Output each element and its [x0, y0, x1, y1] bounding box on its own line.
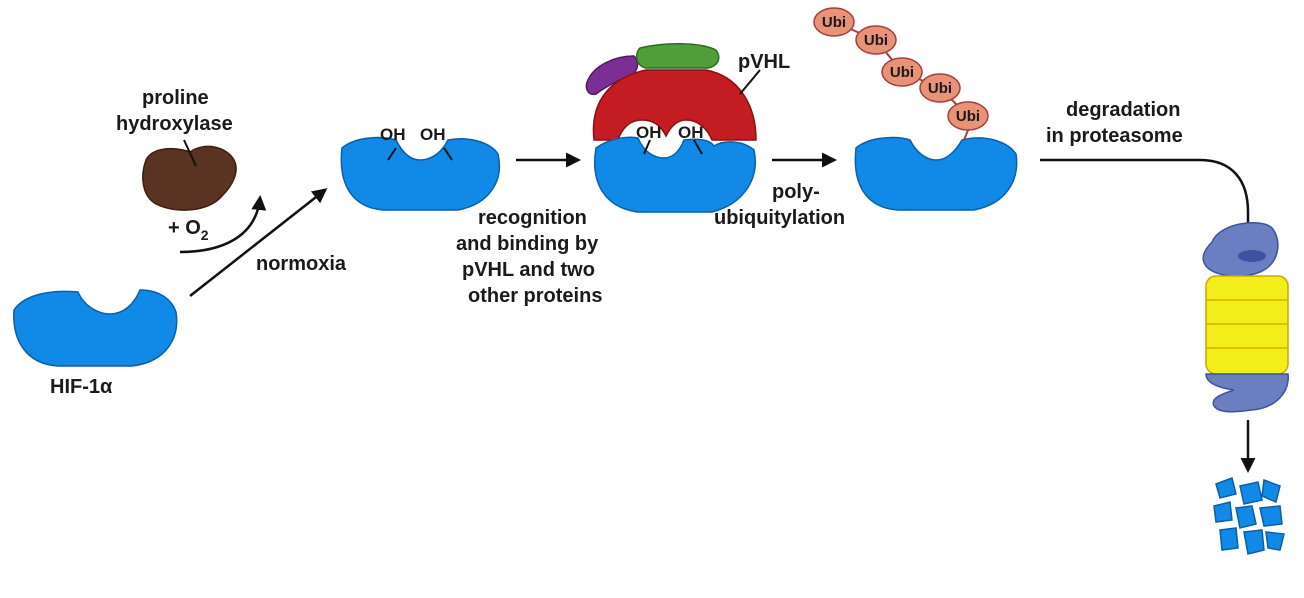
recognition-label-1: recognition — [478, 207, 587, 229]
ubiquitin-attachment-link — [963, 129, 969, 141]
hif1a-label: HIF-1α — [50, 376, 113, 398]
degradation-label-2: in proteasome — [1046, 125, 1183, 147]
ubiquitin-1: Ubi — [813, 7, 855, 37]
fragment-6 — [1259, 505, 1283, 527]
proteasome — [1202, 221, 1289, 413]
ubiquitin-label: Ubi — [864, 32, 888, 49]
pvhl-protein — [592, 69, 757, 141]
proteasome-core — [1205, 275, 1289, 375]
recognition-label-4: other proteins — [468, 285, 602, 307]
enzyme-pointer-line — [183, 139, 197, 167]
ubiquitin-5: Ubi — [947, 101, 989, 131]
degradation-arrow — [1040, 158, 1256, 245]
proteasome-top-cap — [1202, 221, 1279, 278]
enzyme-label-line1: proline — [142, 87, 209, 109]
green-protein — [635, 42, 720, 69]
ubiquitin-3: Ubi — [881, 57, 923, 87]
recognition-label-3: pVHL and two — [462, 259, 595, 281]
proteasome-opening — [1238, 250, 1266, 262]
fragment-4 — [1213, 501, 1233, 523]
normoxia-arrow — [189, 188, 328, 297]
ubiquitin-2: Ubi — [855, 25, 897, 55]
ubiquitin-label: Ubi — [956, 108, 980, 125]
bound-hydroxyl-bond-2 — [693, 139, 703, 155]
hydroxyl-bond-1 — [387, 147, 397, 161]
polyubiquitylation-label-1: poly- — [772, 181, 820, 203]
ubiquitin-shape — [919, 73, 961, 103]
enzyme-label-line2: hydroxylase — [116, 113, 233, 135]
hif1a-protein-bound — [594, 136, 756, 213]
fragment-3 — [1261, 478, 1281, 504]
fragment-8 — [1243, 529, 1265, 555]
ubiquitin-shape — [881, 57, 923, 87]
ubiquitin-shape — [855, 25, 897, 55]
fragment-7 — [1219, 527, 1239, 551]
hydroxyl-label-2: OH — [420, 125, 446, 144]
bound-hydroxyl-label-2: OH — [678, 123, 704, 142]
degradation-label-1: degradation — [1066, 99, 1180, 121]
ubiquitin-label: Ubi — [890, 64, 914, 81]
oxygen-label: + O2 — [168, 217, 209, 243]
ubiquitin-shape — [813, 7, 855, 37]
bound-hydroxyl-label-1: OH — [636, 123, 662, 142]
hydroxyl-label-1: OH — [380, 125, 406, 144]
hif1a-protein-ubiquitylated — [854, 136, 1018, 211]
ubiquitin-label: Ubi — [928, 80, 952, 97]
oxygen-consumption-arrow — [179, 195, 267, 254]
ubiquitin-label: Ubi — [822, 14, 846, 31]
pvhl-pointer-line — [739, 69, 761, 95]
fragment-5 — [1235, 505, 1257, 529]
ubiquitin-4: Ubi — [919, 73, 961, 103]
fragment-1 — [1215, 477, 1237, 499]
hif1a-protein-initial — [13, 289, 178, 367]
proline-hydroxylase-enzyme — [142, 145, 237, 211]
recognition-label-2: and binding by — [456, 233, 599, 255]
fragment-9 — [1265, 531, 1285, 551]
hif1a-protein-hydroxylated — [340, 136, 500, 211]
peptide-fragments — [1213, 477, 1285, 555]
normoxia-label: normoxia — [256, 253, 347, 275]
polyubiquitylation-label-2: ubiquitylation — [714, 207, 845, 229]
bound-hydroxyl-bond-1 — [643, 139, 651, 155]
proteasome-bottom-cap — [1205, 373, 1289, 413]
hydroxyl-bond-2 — [443, 147, 453, 161]
pvhl-label: pVHL — [738, 51, 790, 73]
fragment-2 — [1239, 481, 1263, 505]
